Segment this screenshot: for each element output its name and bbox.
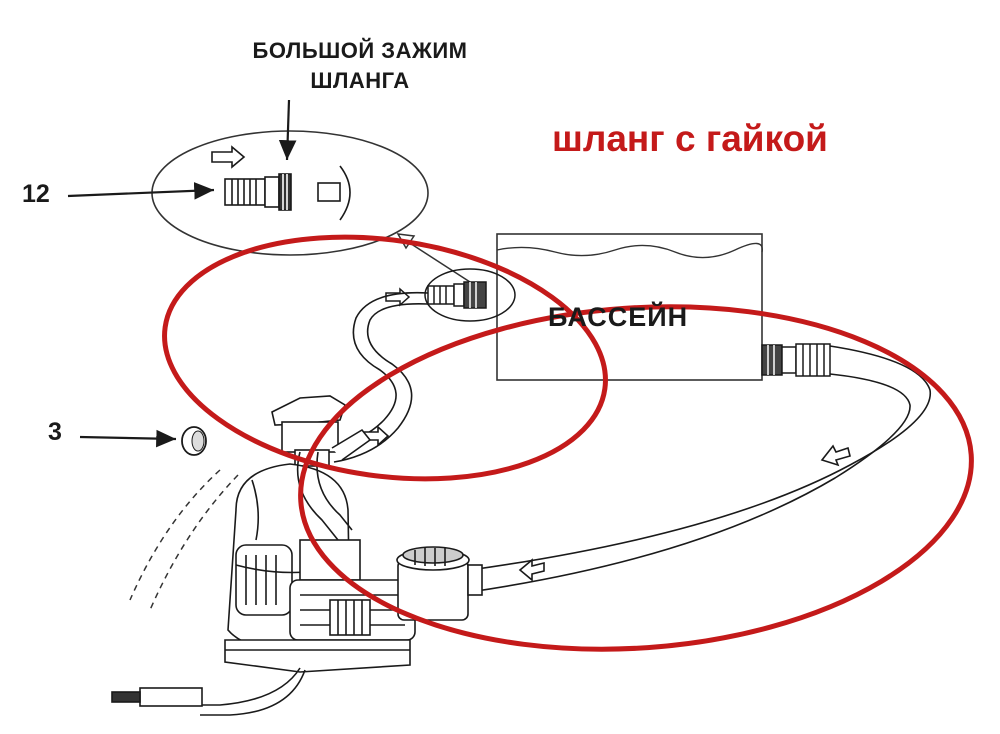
zoom-detail-ellipse xyxy=(151,130,471,283)
hose-connector-detail xyxy=(211,145,351,221)
pool-outlet-fitting xyxy=(761,343,831,377)
clamp-label-line1: БОЛЬШОЙ ЗАЖИМ xyxy=(252,38,468,63)
hose-with-nut-annotation: шланг с гайкой xyxy=(552,118,828,159)
large-hose-clamp-label: БОЛЬШОЙ ЗАЖИМ ШЛАНГА xyxy=(200,36,520,96)
clamp-label-line2: ШЛАНГА xyxy=(310,68,410,93)
sand-filter-pump xyxy=(224,395,483,673)
pool-label: БАССЕЙН xyxy=(548,302,689,332)
part-number-12: 12 xyxy=(22,180,50,208)
label-pointer-arrows xyxy=(67,99,297,448)
plug-cap xyxy=(181,426,207,456)
return-hose xyxy=(329,291,429,463)
pool-inlet-detail xyxy=(385,268,516,322)
power-cord xyxy=(111,667,306,716)
suction-hose xyxy=(469,345,931,593)
part-number-3: 3 xyxy=(48,418,62,446)
dashed-hose xyxy=(129,469,239,611)
red-annotation-ellipses xyxy=(162,234,974,652)
